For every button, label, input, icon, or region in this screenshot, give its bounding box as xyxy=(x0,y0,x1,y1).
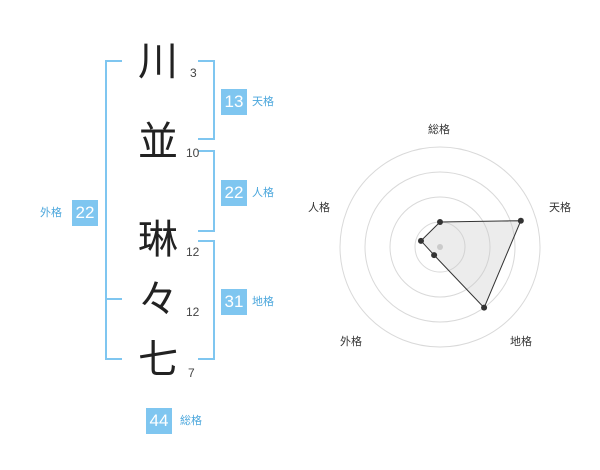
radar-point-4 xyxy=(417,237,424,244)
radar-polygon xyxy=(420,220,522,309)
tenkaku-bracket-vertical xyxy=(213,60,215,140)
stroke-count-2: 10 xyxy=(186,146,200,160)
stroke-count-4: 12 xyxy=(186,305,200,319)
radar-ring-4 xyxy=(339,146,541,348)
name-char-2: 並 xyxy=(138,119,178,165)
radar-axis-label-3: 外格 xyxy=(340,335,362,348)
chikaku-value: 31 xyxy=(221,289,247,315)
outer-bracket-vertical xyxy=(105,60,107,360)
gaikaku-label: 外格 xyxy=(40,206,62,219)
outer-bracket-mid-left xyxy=(105,298,122,300)
name-char-3: 琳 xyxy=(138,217,178,263)
stroke-count-3: 12 xyxy=(186,245,200,259)
chikaku-bracket-vertical xyxy=(213,240,215,360)
jinkaku-label: 人格 xyxy=(252,186,274,199)
stroke-count-5: 7 xyxy=(188,366,195,380)
tenkaku-bracket-bottom xyxy=(198,138,215,140)
jinkaku-value: 22 xyxy=(221,180,247,206)
chikaku-label: 地格 xyxy=(252,295,274,308)
chikaku-bracket-bottom xyxy=(198,358,215,360)
soukaku-value: 44 xyxy=(146,408,172,434)
jinkaku-bracket-vertical xyxy=(213,150,215,232)
tenkaku-bracket-top xyxy=(198,60,215,62)
radar-ring-2 xyxy=(389,196,491,298)
soukaku-label: 総格 xyxy=(180,414,202,427)
radar-center xyxy=(437,244,443,250)
name-char-1: 川 xyxy=(138,39,178,85)
outer-bracket-bottom xyxy=(105,358,122,360)
radar-point-0 xyxy=(437,219,443,225)
radar-point-1 xyxy=(517,217,524,224)
name-char-5: 七 xyxy=(138,337,178,383)
outer-bracket-top xyxy=(105,60,122,62)
radar-axis-label-4: 人格 xyxy=(308,201,330,214)
stroke-count-1: 3 xyxy=(190,66,197,80)
gaikaku-value: 22 xyxy=(72,200,98,226)
radar-ring-3 xyxy=(364,171,516,323)
jinkaku-bracket-top xyxy=(198,150,215,152)
radar-point-3 xyxy=(431,252,438,259)
tenkaku-label: 天格 xyxy=(252,95,274,108)
tenkaku-value: 13 xyxy=(221,89,247,115)
name-char-4: 々 xyxy=(138,277,178,323)
radar-axis-label-1: 天格 xyxy=(549,201,571,214)
jinkaku-bracket-bottom xyxy=(198,230,215,232)
radar-axis-label-2: 地格 xyxy=(510,335,532,348)
radar-axis-label-0: 総格 xyxy=(428,123,450,136)
radar-point-2 xyxy=(481,304,488,311)
chikaku-bracket-top xyxy=(198,240,215,242)
